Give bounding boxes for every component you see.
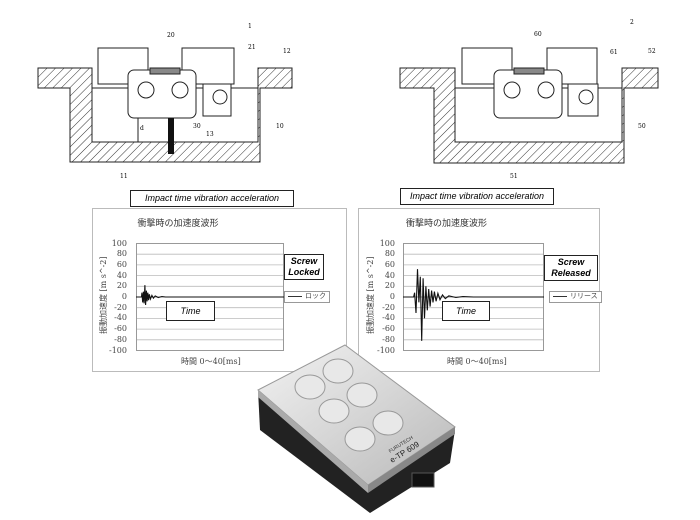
label-52: 52 xyxy=(648,48,656,55)
legend-swatch xyxy=(288,295,302,297)
screw-released-label: Screw Released xyxy=(544,255,598,281)
label-50: 50 xyxy=(638,123,646,130)
label-12: 12 xyxy=(283,48,291,55)
legend: リリース xyxy=(549,291,602,303)
label-1: 1 xyxy=(248,23,252,30)
label-61: 61 xyxy=(610,49,618,56)
y-tick-label: 40 xyxy=(116,270,127,280)
y-tick-label: 80 xyxy=(116,249,127,259)
y-tick-label: -80 xyxy=(114,334,127,344)
y-tick-label: 0 xyxy=(389,292,395,301)
time-label: Time xyxy=(166,301,215,321)
label-30: 30 xyxy=(193,123,201,130)
iec-inlet xyxy=(411,472,435,488)
y-tick-label: -60 xyxy=(382,324,395,334)
y-tick-label: -20 xyxy=(114,302,127,312)
screw-locked-label: Screw Locked xyxy=(284,254,324,280)
y-tick-label: -40 xyxy=(382,313,395,323)
outlets xyxy=(294,358,404,452)
legend: ロック xyxy=(284,291,330,303)
label-60: 60 xyxy=(534,31,542,38)
legend-label: リリース xyxy=(570,293,598,300)
chart-title: 衝撃時の加速度波形 xyxy=(137,219,219,229)
y-tick-label: 40 xyxy=(384,270,395,280)
y-tick-label: 20 xyxy=(116,281,127,291)
y-tick-label: -80 xyxy=(382,334,395,344)
patent-diagram-fig2: 60 2 61 52 50 51 xyxy=(399,19,659,180)
y-tick-label: -40 xyxy=(114,313,127,323)
label-11: 11 xyxy=(120,173,128,180)
label-10: 10 xyxy=(276,123,284,130)
legend-label: ロック xyxy=(305,293,326,300)
series-line-ロック xyxy=(136,285,284,306)
label-20: 20 xyxy=(167,32,175,39)
label-d: d xyxy=(140,125,144,132)
y-tick-label: 0 xyxy=(121,292,127,301)
y-tick-label: -100 xyxy=(377,345,395,355)
y-tick-label: -100 xyxy=(109,345,127,355)
chart-caption-released: Impact time vibration acceleration xyxy=(400,188,554,205)
chart-title: 衝撃時の加速度波形 xyxy=(405,219,487,229)
patent-diagram-fig1: 20 1 21 12 10 30 13 d 11 xyxy=(37,23,293,180)
plot-area xyxy=(136,243,284,351)
label-21: 21 xyxy=(248,44,256,51)
y-axis-label: 振動加速度 [m s^-2] xyxy=(99,256,108,334)
time-label: Time xyxy=(442,301,490,321)
x-axis-label: 時間 0〜40[ms] xyxy=(181,357,241,366)
y-tick-label: 100 xyxy=(111,238,127,248)
y-tick-label: 20 xyxy=(384,281,395,291)
y-tick-label: 60 xyxy=(384,259,395,269)
y-tick-label: 80 xyxy=(384,249,395,259)
x-axis-label: 時間 0〜40[ms] xyxy=(447,357,507,366)
y-tick-label: 60 xyxy=(116,259,127,269)
label-13: 13 xyxy=(206,131,214,138)
y-tick-label: 100 xyxy=(379,238,395,248)
chart-caption-locked: Impact time vibration acceleration xyxy=(130,190,294,207)
power-distributor-photo: FURUTECH e-TP 609 xyxy=(257,344,456,513)
legend-swatch xyxy=(553,295,567,297)
label-2: 2 xyxy=(630,19,634,26)
series-line-リリース xyxy=(403,269,544,341)
label-51: 51 xyxy=(510,173,518,180)
y-tick-label: -60 xyxy=(114,324,127,334)
y-axis-label: 振動加速度 [m s^-2] xyxy=(366,256,375,334)
plot-area xyxy=(403,243,544,351)
y-tick-label: -20 xyxy=(382,302,395,312)
